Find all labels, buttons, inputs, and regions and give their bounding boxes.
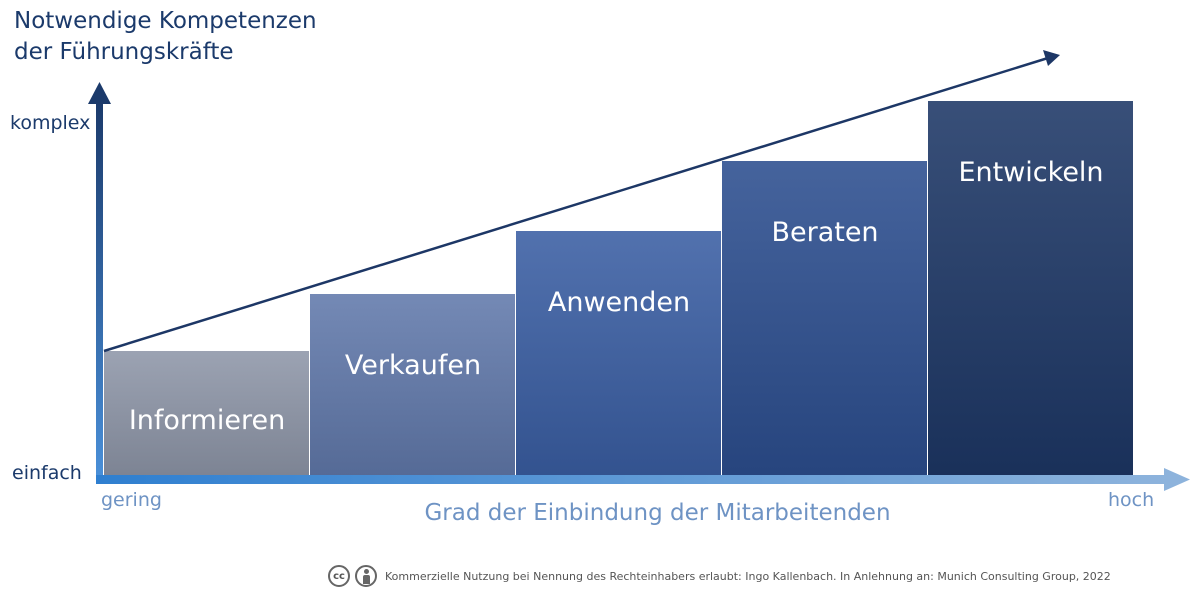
- step-label: Informieren: [129, 405, 285, 436]
- step-shade: [310, 294, 515, 475]
- title-line-2: der Führungskräfte: [14, 39, 234, 65]
- x-axis-title: Grad der Einbindung der Mitarbeitenden: [424, 500, 891, 526]
- y-axis: [96, 100, 103, 480]
- trend-line: [103, 56, 1049, 353]
- step-label: Anwenden: [548, 287, 690, 318]
- step-label: Verkaufen: [345, 350, 481, 381]
- cc-icon: cc: [328, 565, 350, 587]
- step-label: Beraten: [771, 217, 878, 248]
- y-axis-arrowhead: [88, 82, 111, 104]
- step-shade: [104, 351, 309, 475]
- title-line-1: Notwendige Kompetenzen: [14, 8, 317, 34]
- y-axis-top-label: komplex: [10, 112, 91, 134]
- y-axis-bottom-label: einfach: [12, 462, 82, 484]
- x-axis-arrowhead: [1164, 468, 1190, 491]
- x-axis-right-label: hoch: [1108, 489, 1155, 511]
- by-person-icon: [355, 565, 377, 587]
- step-shade: [516, 231, 721, 475]
- x-axis: [96, 475, 1168, 484]
- step-label: Entwickeln: [958, 157, 1103, 188]
- step-shade: [722, 161, 927, 475]
- diagram-title: Notwendige Kompetenzen der Führungskräft…: [14, 6, 317, 68]
- x-axis-left-label: gering: [101, 489, 162, 511]
- staircase-diagram: Informieren Verkaufen Anwenden Beraten Entwi…: [88, 50, 1190, 491]
- step-shade: [928, 101, 1133, 475]
- license-footer: cc Kommerzielle Nutzung bei Nennung des …: [328, 565, 1111, 587]
- trend-arrowhead: [1043, 50, 1060, 66]
- license-text: Kommerzielle Nutzung bei Nennung des Rec…: [385, 569, 1111, 583]
